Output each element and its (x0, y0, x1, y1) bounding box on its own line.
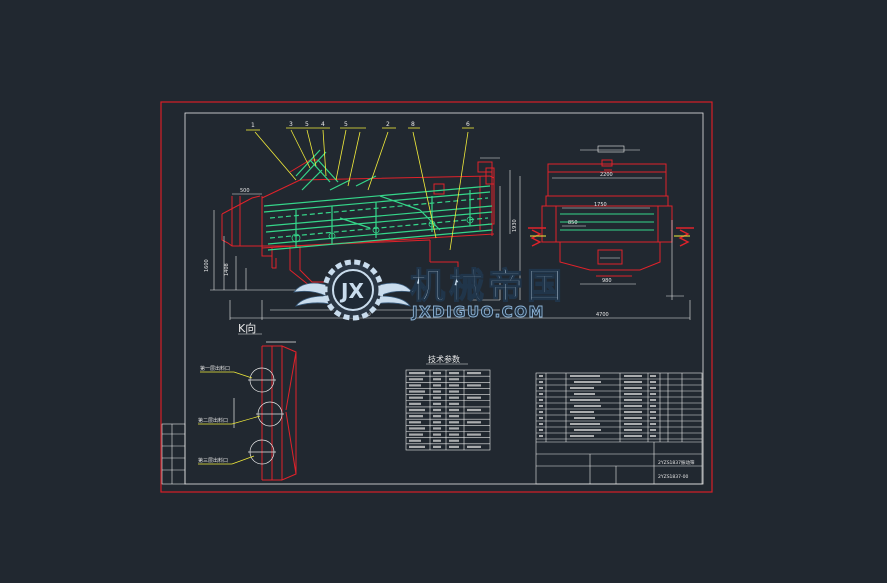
k-direction-view: K向 (198, 321, 297, 481)
k-label-first-outlet: 第一层出料口 (200, 365, 230, 372)
k-label-third-outlet: 第三层出料口 (198, 457, 228, 464)
margin-stamp-box (161, 423, 186, 485)
callout-1: 1 (251, 122, 255, 129)
tech-parameter-table: 技术参数 (405, 354, 491, 451)
dim-500: 500 (240, 188, 250, 194)
brand-en: JXDIGUO.COM (411, 303, 545, 321)
callout-6: 6 (466, 121, 470, 128)
callout-8: 8 (411, 121, 415, 128)
dim-1600: 1600 (204, 259, 210, 272)
emblem-text: JX (339, 279, 364, 303)
brand-cn: 机械帝国 (410, 267, 566, 307)
callout-5a: 5 (305, 121, 309, 128)
dim-1750: 1750 (594, 202, 607, 208)
dim-1930: 1930 (512, 219, 518, 232)
callout-4: 4 (321, 121, 325, 128)
callout-5b: 5 (344, 121, 348, 128)
dim-980: 980 (602, 278, 612, 284)
screen-end-view: 2200 1750 850 980 (528, 145, 694, 300)
callout-2: 2 (386, 121, 390, 128)
callout-3: 3 (289, 121, 293, 128)
title-block: 2YZS1837振动筛 2YZS1837-00 (535, 372, 703, 485)
dim-850: 850 (568, 220, 578, 226)
jxdiguo-watermark: JX 机械帝国 JXDIGUO.COM (293, 259, 566, 321)
title-drawing-name: 2YZS1837振动筛 (658, 459, 695, 466)
dim-1408: 1408 (224, 263, 230, 276)
k-view-label: K向 (238, 321, 256, 335)
dim-2200: 2200 (600, 172, 613, 178)
k-label-second-outlet: 第二层出料口 (198, 417, 228, 424)
title-drawing-no: 2YZS1837-00 (658, 474, 688, 480)
tech-table-title: 技术参数 (428, 354, 460, 364)
sheet-inner-border (184, 112, 704, 485)
screen-side-view: 1 3 5 4 5 2 8 6 500 3600 4700 1600 1408 … (204, 121, 691, 320)
dim-4700: 4700 (596, 312, 609, 318)
sheet-outer-border (160, 101, 713, 493)
gear-emblem-icon: JX (322, 259, 384, 321)
